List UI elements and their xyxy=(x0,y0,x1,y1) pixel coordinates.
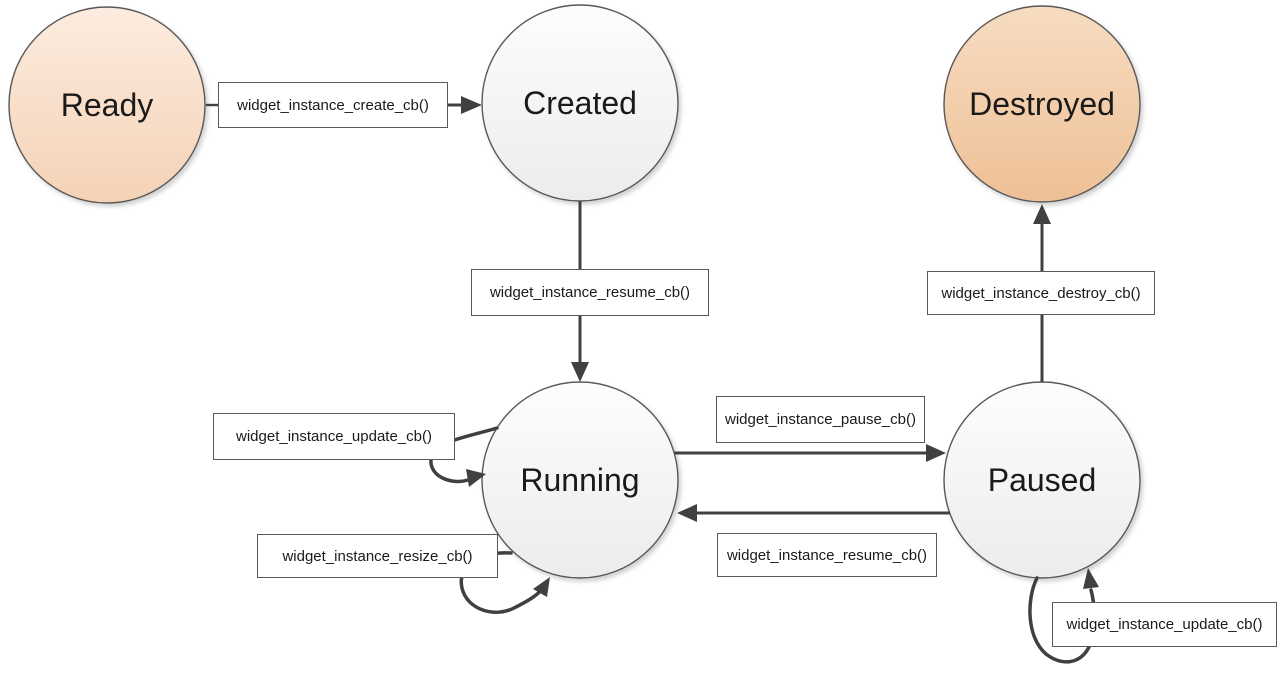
transition-label-create: widget_instance_create_cb() xyxy=(218,82,448,128)
state-node-created xyxy=(481,4,679,202)
transition-label-pause: widget_instance_pause_cb() xyxy=(716,396,925,443)
self-loop-arrowhead-update-paused xyxy=(1083,568,1099,589)
transition-arrowhead-pause xyxy=(926,444,946,462)
state-node-paused xyxy=(943,381,1141,579)
transition-arrowhead-create xyxy=(461,96,482,114)
state-node-destroyed xyxy=(943,5,1141,203)
self-loop-arrowhead-update-running xyxy=(466,469,486,487)
state-node-ready xyxy=(8,6,206,204)
transition-label-update-running: widget_instance_update_cb() xyxy=(213,413,455,460)
transition-label-destroy: widget_instance_destroy_cb() xyxy=(927,271,1155,315)
transition-arrowhead-resume-paused xyxy=(677,504,697,522)
transition-label-resume-created: widget_instance_resume_cb() xyxy=(471,269,709,316)
transition-label-resume-paused: widget_instance_resume_cb() xyxy=(717,533,937,577)
transition-arrowhead-destroy xyxy=(1033,204,1051,224)
transition-arrowhead-resume-created xyxy=(571,362,589,382)
state-node-running xyxy=(481,381,679,579)
transition-label-update-paused: widget_instance_update_cb() xyxy=(1052,602,1277,647)
self-loop-arrowhead-resize-running xyxy=(533,577,550,597)
transition-label-resize-running: widget_instance_resize_cb() xyxy=(257,534,498,578)
